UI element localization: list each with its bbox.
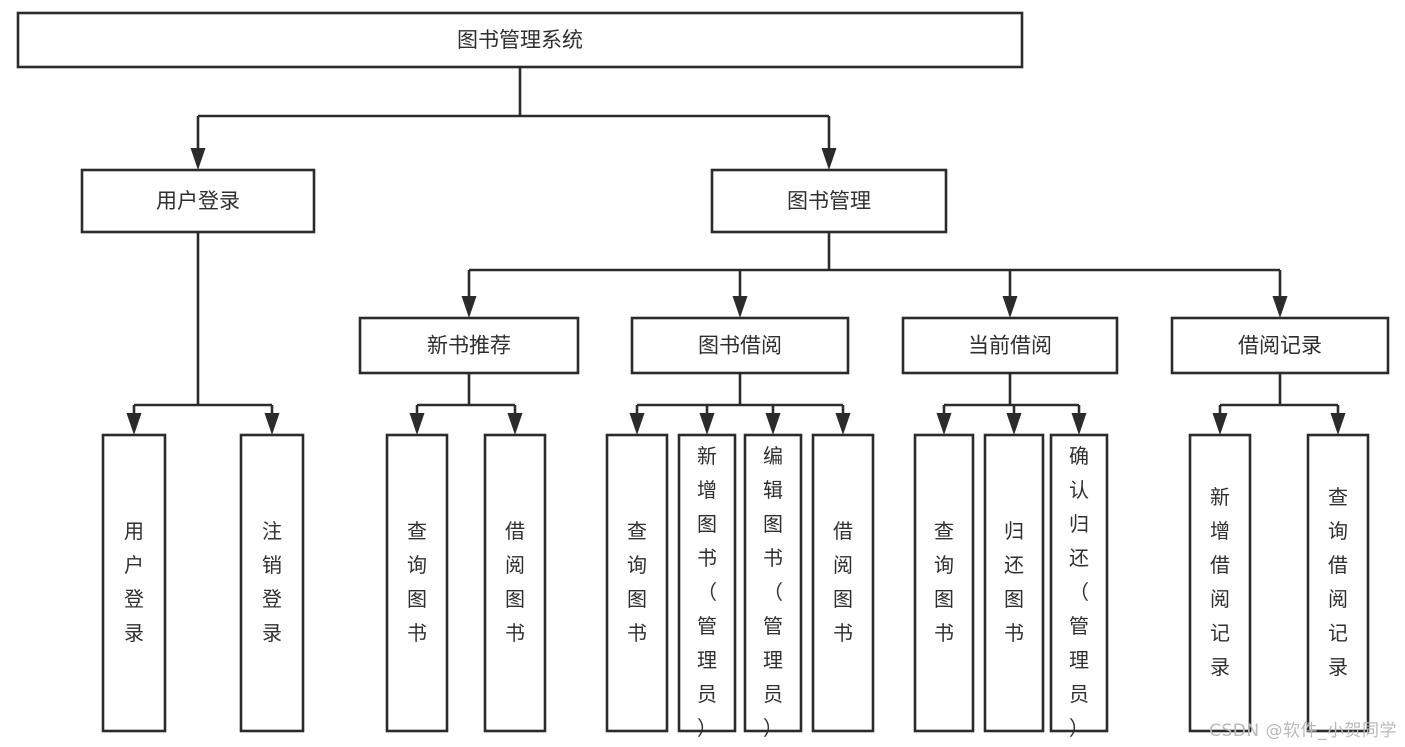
node-box-book-borrow — [630, 316, 850, 375]
arrow-head-icon — [699, 413, 715, 435]
node-box-leaf-query-book-cur — [913, 433, 975, 733]
node-box-leaf-edit-book-admin — [743, 433, 803, 733]
node-leaf-borrow-book-rec[interactable]: 借阅图书 — [483, 433, 547, 733]
node-box-leaf-query-book-rec — [385, 433, 449, 733]
node-label-root: 图书管理系统 — [457, 28, 583, 52]
connector-group-root — [190, 67, 837, 170]
node-book-borrow[interactable]: 图书借阅 — [630, 316, 850, 375]
arrow-head-icon — [629, 413, 645, 435]
node-layer: 图书管理系统用户登录图书管理新书推荐图书借阅当前借阅借阅记录用户登录注销登录查询… — [16, 11, 1390, 740]
node-label-book-manage: 图书管理 — [787, 189, 871, 213]
node-leaf-borrow-book[interactable]: 借阅图书 — [811, 433, 875, 733]
node-leaf-user-login[interactable]: 用户登录 — [101, 433, 167, 733]
node-box-leaf-query-borrow-record — [1306, 433, 1370, 733]
arrow-head-icon — [821, 148, 837, 170]
connector-group-new-book-recommend — [409, 373, 523, 435]
node-leaf-add-book-admin[interactable]: 新增图书（管理员） — [677, 433, 737, 740]
arrow-head-icon — [1212, 413, 1228, 435]
node-label-new-book-recommend: 新书推荐 — [427, 334, 511, 358]
arrow-head-icon — [732, 296, 748, 318]
arrow-head-icon — [190, 148, 206, 170]
arrow-head-icon — [765, 413, 781, 435]
node-current-borrow[interactable]: 当前借阅 — [901, 316, 1119, 375]
arrow-head-icon — [835, 413, 851, 435]
node-box-leaf-borrow-book — [811, 433, 875, 733]
node-box-new-book-recommend — [358, 316, 580, 375]
node-leaf-confirm-return-admin[interactable]: 确认归还（管理员） — [1049, 433, 1109, 740]
node-label-leaf-return-book: 归还图书 — [1004, 519, 1024, 645]
arrow-head-icon — [1272, 296, 1288, 318]
node-label-leaf-add-borrow-record: 新增借阅记录 — [1210, 485, 1230, 679]
node-label-leaf-query-book-cur: 查询图书 — [934, 519, 954, 645]
node-label-user-login: 用户登录 — [156, 189, 240, 213]
node-label-current-borrow: 当前借阅 — [968, 334, 1052, 358]
node-label-leaf-query-borrow-record: 查询借阅记录 — [1328, 485, 1348, 679]
node-label-leaf-add-book-admin: 新增图书（管理员） — [697, 444, 717, 740]
node-label-book-borrow: 图书借阅 — [698, 334, 782, 358]
node-label-leaf-borrow-book-rec: 借阅图书 — [505, 519, 525, 645]
node-box-leaf-add-book-admin — [677, 433, 737, 733]
node-label-leaf-confirm-return-admin: 确认归还（管理员） — [1069, 444, 1089, 740]
arrow-head-icon — [1006, 413, 1022, 435]
connector-group-book-borrow — [629, 373, 851, 435]
node-leaf-query-book-rec[interactable]: 查询图书 — [385, 433, 449, 733]
arrow-head-icon — [126, 413, 142, 435]
node-label-leaf-borrow-book: 借阅图书 — [833, 519, 853, 645]
node-label-leaf-query-book-borrow: 查询图书 — [627, 519, 647, 645]
node-new-book-recommend[interactable]: 新书推荐 — [358, 316, 580, 375]
node-leaf-user-logout[interactable]: 注销登录 — [239, 433, 305, 733]
node-box-leaf-add-borrow-record — [1188, 433, 1252, 733]
node-leaf-return-book[interactable]: 归还图书 — [983, 433, 1045, 733]
node-box-leaf-query-book-borrow — [605, 433, 669, 733]
arrow-head-icon — [264, 413, 280, 435]
node-box-book-manage — [710, 168, 948, 234]
node-borrow-record[interactable]: 借阅记录 — [1170, 316, 1390, 375]
arrow-head-icon — [409, 413, 425, 435]
node-box-user-login — [80, 168, 316, 234]
connector-layer — [126, 67, 1346, 435]
node-box-leaf-return-book — [983, 433, 1045, 733]
node-user-login[interactable]: 用户登录 — [80, 168, 316, 234]
node-box-leaf-user-logout — [239, 433, 305, 733]
node-label-leaf-user-login: 用户登录 — [124, 519, 144, 645]
connector-group-current-borrow — [936, 373, 1087, 435]
node-root[interactable]: 图书管理系统 — [16, 11, 1024, 69]
node-box-current-borrow — [901, 316, 1119, 375]
connector-group-book-manage — [461, 232, 1288, 318]
arrow-head-icon — [507, 413, 523, 435]
node-box-root — [16, 11, 1024, 69]
arrow-head-icon — [461, 296, 477, 318]
node-leaf-edit-book-admin[interactable]: 编辑图书（管理员） — [743, 433, 803, 740]
node-label-leaf-query-book-rec: 查询图书 — [407, 519, 427, 645]
node-leaf-query-book-cur[interactable]: 查询图书 — [913, 433, 975, 733]
node-box-borrow-record — [1170, 316, 1390, 375]
node-box-leaf-confirm-return-admin — [1049, 433, 1109, 733]
arrow-head-icon — [1002, 296, 1018, 318]
node-leaf-query-borrow-record[interactable]: 查询借阅记录 — [1306, 433, 1370, 733]
watermark-label: CSDN @软件_小贺同学 — [1209, 721, 1397, 741]
node-label-leaf-user-logout: 注销登录 — [262, 519, 282, 645]
node-leaf-add-borrow-record[interactable]: 新增借阅记录 — [1188, 433, 1252, 733]
node-label-leaf-edit-book-admin: 编辑图书（管理员） — [763, 444, 783, 740]
connector-group-user-login — [126, 232, 280, 435]
arrow-head-icon — [1071, 413, 1087, 435]
arrow-head-icon — [936, 413, 952, 435]
node-box-leaf-user-login — [101, 433, 167, 733]
arrow-head-icon — [1330, 413, 1346, 435]
connector-group-borrow-record — [1212, 373, 1346, 435]
node-leaf-query-book-borrow[interactable]: 查询图书 — [605, 433, 669, 733]
node-label-borrow-record: 借阅记录 — [1238, 334, 1322, 358]
node-box-leaf-borrow-book-rec — [483, 433, 547, 733]
node-book-manage[interactable]: 图书管理 — [710, 168, 948, 234]
